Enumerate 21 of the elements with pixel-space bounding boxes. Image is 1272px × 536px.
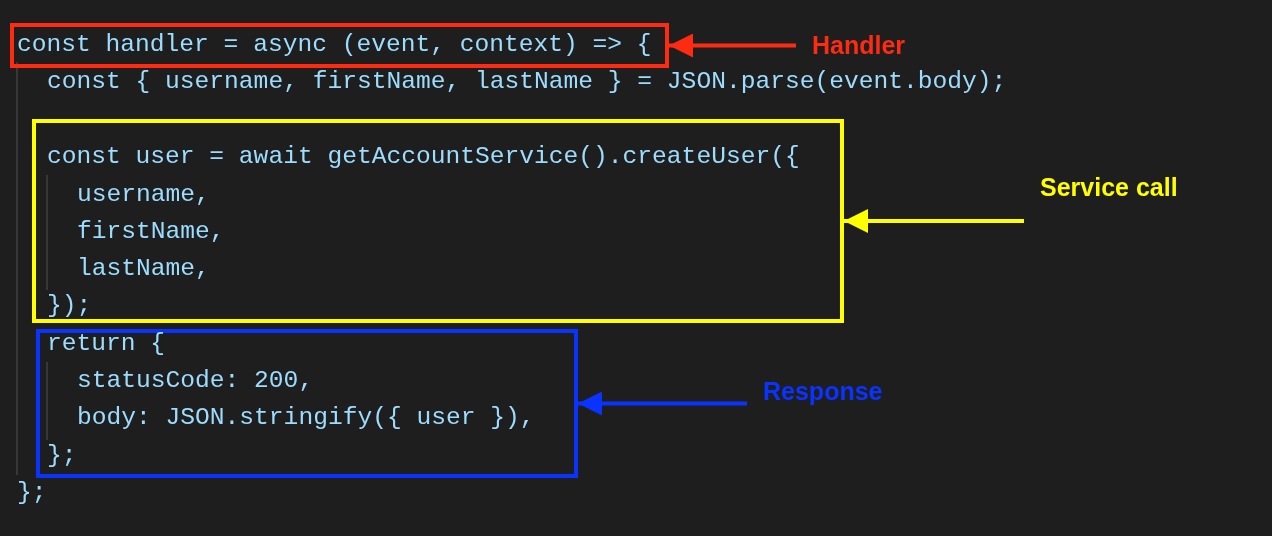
arrow — [669, 33, 796, 58]
callout-label: Service call — [1040, 171, 1178, 203]
code-line: const handler = async (event, context) => { — [17, 30, 652, 60]
code-line: lastName, — [77, 254, 210, 284]
callout-label: Response — [763, 375, 883, 407]
code-line: const { username, firstName, lastName } = JSON.parse(event.body); — [47, 67, 1007, 97]
code-line: return { — [47, 329, 166, 359]
code-line: username, — [77, 180, 210, 210]
code-line: statusCode: 200, — [77, 366, 314, 396]
callout-label: Handler — [812, 29, 906, 61]
code-line: }; — [47, 441, 77, 471]
highlight-box — [36, 329, 578, 478]
code-line: firstName, — [77, 217, 225, 247]
highlight-box — [10, 23, 669, 68]
arrow — [578, 391, 747, 416]
highlight-box — [32, 119, 844, 323]
code-line: }); — [47, 291, 92, 321]
code-line: body: JSON.stringify({ user }), — [77, 403, 535, 433]
arrow — [844, 209, 1024, 233]
code-line: }; — [17, 478, 47, 508]
code-line: const user = await getAccountService().createUser({ — [47, 142, 800, 172]
